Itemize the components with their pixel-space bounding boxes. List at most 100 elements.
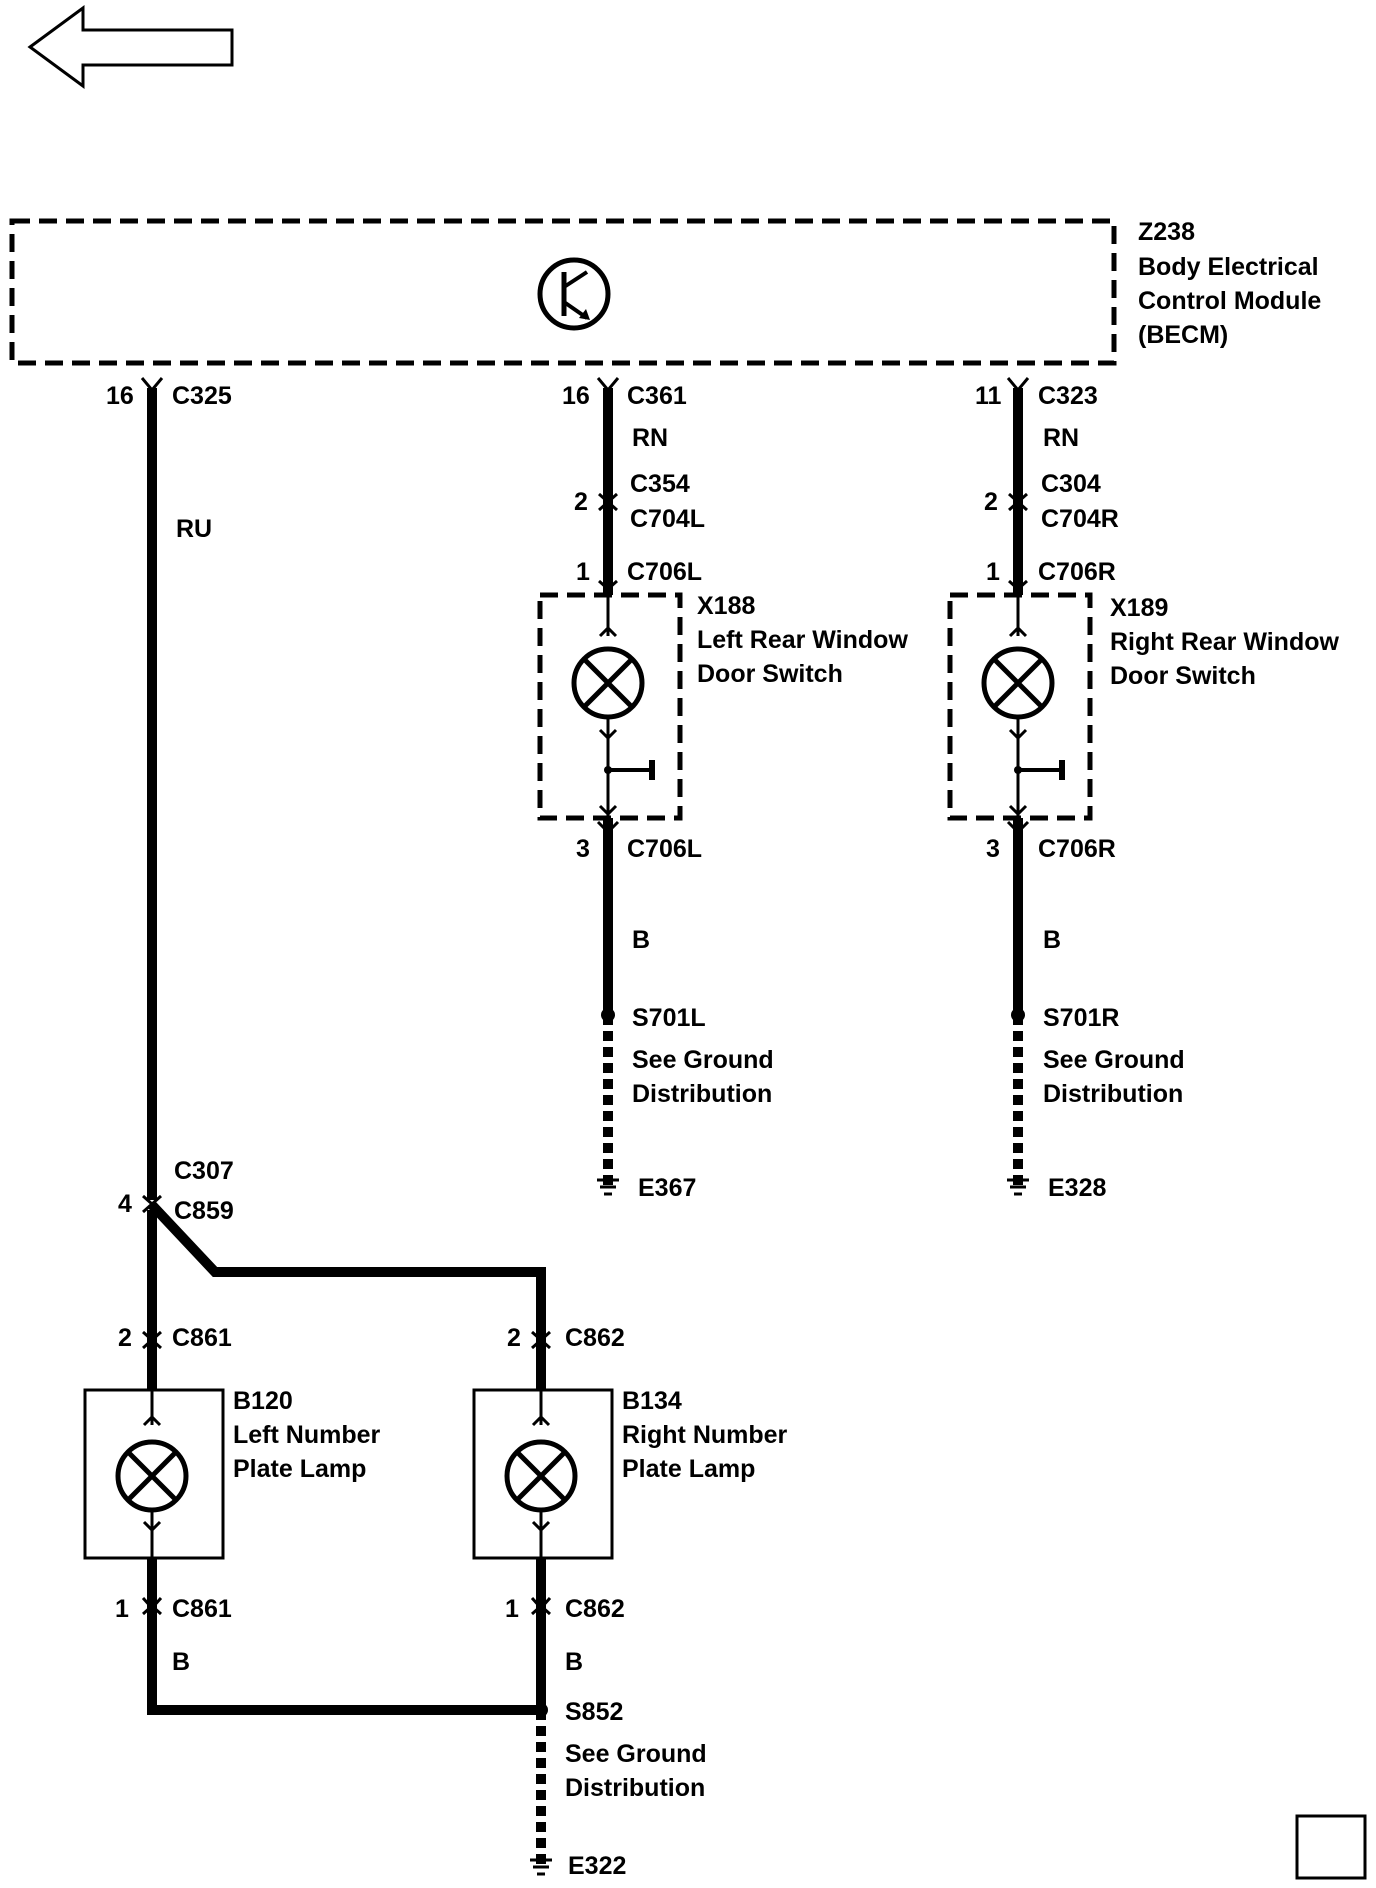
connector-c706l-out-icon bbox=[596, 820, 620, 835]
splice-s701r-icon bbox=[1011, 1008, 1025, 1022]
pin-1-c862: 1 bbox=[505, 1595, 519, 1623]
connector-c862-out-icon bbox=[530, 1596, 552, 1616]
connector-c859: C859 bbox=[174, 1197, 234, 1225]
left-lamp-name-line2: Plate Lamp bbox=[233, 1455, 366, 1483]
connector-c704r: C704R bbox=[1041, 505, 1119, 533]
ground-icon bbox=[1007, 1178, 1029, 1196]
connector-c706l-in: C706L bbox=[627, 558, 702, 586]
wire-color-b-left-lamp: B bbox=[172, 1648, 190, 1676]
pin-2-c354: 2 bbox=[574, 488, 588, 516]
wire-color-b-right-lamp: B bbox=[565, 1648, 583, 1676]
ground-e367: E367 bbox=[638, 1174, 696, 1202]
pin-2-c861: 2 bbox=[118, 1324, 132, 1352]
switch-icon bbox=[1008, 760, 1065, 817]
connector-c325: C325 bbox=[172, 382, 232, 410]
switch-x188-id: X188 bbox=[697, 592, 755, 620]
connector-c861-out-icon bbox=[141, 1596, 163, 1616]
right-rear-window-door-switch[interactable] bbox=[947, 592, 1093, 821]
connector-c706l-out: C706L bbox=[627, 835, 702, 863]
switch-x189-name-line1: Right Rear Window bbox=[1110, 628, 1339, 656]
ground-note-left-line2: Distribution bbox=[632, 1080, 772, 1108]
wire-color-rn-left: RN bbox=[632, 424, 668, 452]
ground-e322: E322 bbox=[568, 1852, 626, 1880]
ground-icon bbox=[530, 1858, 552, 1876]
module-name-line3: (BECM) bbox=[1138, 321, 1228, 349]
connector-c323: C323 bbox=[1038, 382, 1098, 410]
connector-c861-out: C861 bbox=[172, 1595, 232, 1623]
connector-c361-icon bbox=[596, 377, 620, 393]
connector-c706r-out-icon bbox=[1006, 820, 1030, 835]
connector-c304: C304 bbox=[1041, 470, 1101, 498]
splice-s701l: S701L bbox=[632, 1004, 706, 1032]
pin-1-c861: 1 bbox=[115, 1595, 129, 1623]
switch-x188-name-line1: Left Rear Window bbox=[697, 626, 908, 654]
connector-c361: C361 bbox=[627, 382, 687, 410]
lamp-icon bbox=[504, 1439, 578, 1513]
ground-note-left-line1: See Ground bbox=[632, 1046, 774, 1074]
pin-11-c323: 11 bbox=[975, 382, 1002, 410]
ground-e328: E328 bbox=[1048, 1174, 1106, 1202]
module-name-line1: Body Electrical bbox=[1138, 253, 1319, 281]
connector-c706r-out: C706R bbox=[1038, 835, 1116, 863]
lamp-ground-note-line2: Distribution bbox=[565, 1774, 705, 1802]
ground-note-right-line1: See Ground bbox=[1043, 1046, 1185, 1074]
pin-16-c325: 16 bbox=[106, 382, 134, 410]
connector-c706l-in-icon bbox=[598, 579, 618, 592]
lamp-icon bbox=[571, 646, 645, 720]
splice-s852: S852 bbox=[565, 1698, 623, 1726]
wire-color-ru: RU bbox=[176, 515, 212, 543]
lamp-ground-note-line1: See Ground bbox=[565, 1740, 707, 1768]
becm-module bbox=[9, 218, 1117, 366]
connector-c325-icon bbox=[140, 377, 164, 393]
pin-16-c361: 16 bbox=[562, 382, 590, 410]
ground-icon bbox=[597, 1178, 619, 1196]
lamp-icon bbox=[981, 646, 1055, 720]
pin-2-c304: 2 bbox=[984, 488, 998, 516]
splice-s852-icon bbox=[534, 1703, 548, 1717]
module-id: Z238 bbox=[1138, 218, 1195, 246]
module-name-line2: Control Module bbox=[1138, 287, 1321, 315]
pin-4-c859: 4 bbox=[118, 1190, 132, 1218]
splice-s701l-icon bbox=[601, 1008, 615, 1022]
pin-1-c706r: 1 bbox=[986, 558, 1000, 586]
wire-color-b-left-switch: B bbox=[632, 926, 650, 954]
switch-x189-id: X189 bbox=[1110, 594, 1168, 622]
switch-x189-name-line2: Door Switch bbox=[1110, 662, 1256, 690]
wire-ru[interactable] bbox=[147, 388, 546, 1330]
left-rear-window-door-switch[interactable] bbox=[537, 592, 683, 821]
pin-2-c862: 2 bbox=[507, 1324, 521, 1352]
wire-color-b-right-switch: B bbox=[1043, 926, 1061, 954]
switch-x188-name-line2: Door Switch bbox=[697, 660, 843, 688]
inline-connector-c861-in-icon bbox=[142, 1330, 162, 1350]
ground-note-right-line2: Distribution bbox=[1043, 1080, 1183, 1108]
lamp-icon bbox=[115, 1439, 189, 1513]
pin-3-c706r: 3 bbox=[986, 835, 1000, 863]
connector-c861-in: C861 bbox=[172, 1324, 232, 1352]
connector-c862-in: C862 bbox=[565, 1324, 625, 1352]
left-lamp-name-line1: Left Number bbox=[233, 1421, 381, 1449]
connector-c704l: C704L bbox=[630, 505, 705, 533]
pin-1-c706l: 1 bbox=[576, 558, 590, 586]
page-box[interactable] bbox=[1295, 1814, 1367, 1880]
connector-c307: C307 bbox=[174, 1157, 234, 1185]
inline-connector-c304-icon bbox=[1008, 492, 1028, 512]
transistor-icon bbox=[537, 257, 611, 331]
left-lamp-id: B120 bbox=[233, 1387, 293, 1415]
connector-c706r-in-icon bbox=[1008, 579, 1028, 592]
right-lamp-name-line1: Right Number bbox=[622, 1421, 788, 1449]
connector-c706r-in: C706R bbox=[1038, 558, 1116, 586]
splice-s701r: S701R bbox=[1043, 1004, 1119, 1032]
back-arrow-icon[interactable] bbox=[27, 5, 234, 89]
connector-c862-out: C862 bbox=[565, 1595, 625, 1623]
wire-color-rn-right: RN bbox=[1043, 424, 1079, 452]
right-lamp-id: B134 bbox=[622, 1387, 682, 1415]
inline-connector-c354-icon bbox=[598, 492, 618, 512]
switch-icon bbox=[598, 760, 655, 817]
inline-connector-c307-icon bbox=[142, 1194, 162, 1214]
connector-c354: C354 bbox=[630, 470, 690, 498]
right-lamp-name-line2: Plate Lamp bbox=[622, 1455, 755, 1483]
connector-c323-icon bbox=[1006, 377, 1030, 393]
pin-3-c706l: 3 bbox=[576, 835, 590, 863]
right-number-plate-lamp[interactable] bbox=[472, 1388, 614, 1560]
left-number-plate-lamp[interactable] bbox=[83, 1388, 225, 1560]
